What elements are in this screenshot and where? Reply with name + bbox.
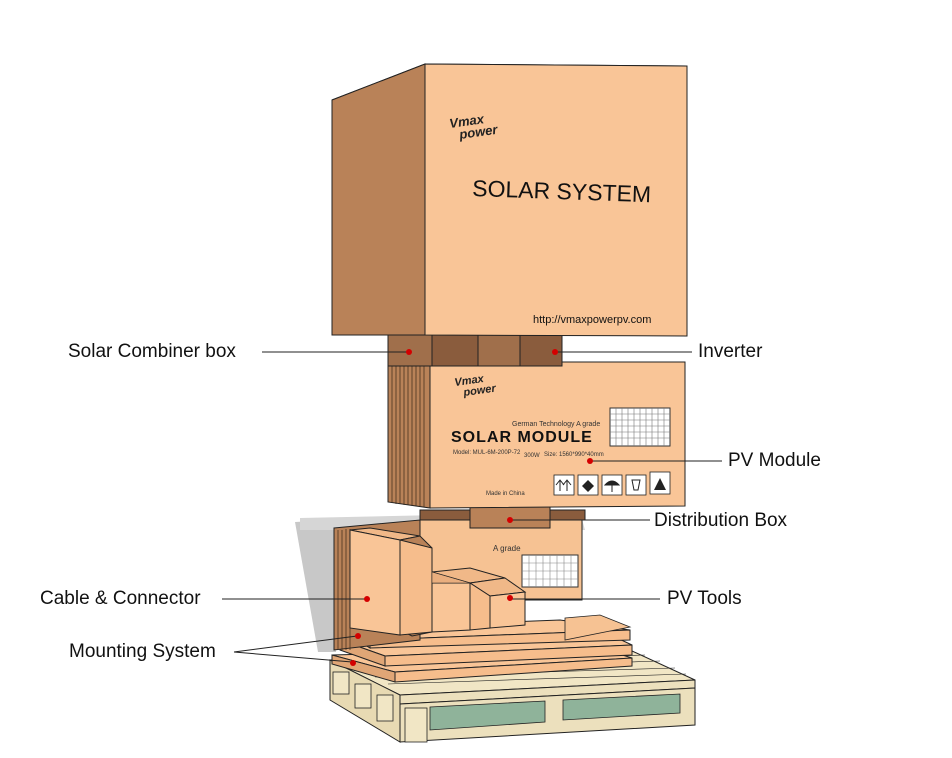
marker-inverter: [552, 349, 558, 355]
marker-mounting-1: [355, 633, 361, 639]
marker-mounting-2: [350, 660, 356, 666]
marker-pv-module: [587, 458, 593, 464]
module-brand-line2: power: [462, 382, 497, 399]
handling-symbols: [553, 471, 671, 496]
top-box-title: SOLAR SYSTEM: [472, 175, 652, 207]
module-made-in: Made in China: [486, 491, 525, 497]
solar-system-box-front: [424, 63, 688, 337]
solar-system-box-side: [331, 63, 426, 336]
marker-cable: [364, 596, 370, 602]
module-size: Size: 1560*990*40mm: [544, 452, 604, 458]
back-box-grade-text: A grade: [493, 544, 521, 553]
top-box-url: http://vmaxpowerpv.com: [533, 314, 651, 326]
marker-distribution: [507, 517, 513, 523]
marker-combiner: [406, 349, 412, 355]
pallet-opening-right: [562, 693, 681, 721]
module-power: 300W: [524, 453, 540, 459]
cable-connector-box: [349, 527, 433, 637]
top-brand-line2: power: [457, 122, 499, 142]
marker-pv-tools: [507, 595, 513, 601]
label-mounting-system: Mounting System: [69, 641, 216, 662]
pv-tools-box: [468, 577, 527, 631]
label-inverter: Inverter: [698, 341, 763, 362]
module-title: SOLAR MODULE: [451, 429, 593, 446]
marker-dots: [350, 349, 593, 666]
solar-system-box: Vmax power SOLAR SYSTEM http://vmaxpower…: [331, 63, 688, 337]
module-tagline: German Technology A grade: [512, 421, 600, 428]
small-accessory-box: [431, 567, 506, 633]
label-cable-connector: Cable & Connector: [40, 588, 201, 609]
pv-module-box: Vmax power German Technology A grade SOL…: [387, 361, 686, 509]
module-model: Model: MUL-6M-200P-72: [453, 450, 521, 456]
leader-mounting-2: [233, 651, 353, 663]
pallet-opening-left: [429, 700, 546, 731]
label-distribution-box: Distribution Box: [654, 510, 788, 531]
top-brand-line1: Vmax: [448, 111, 485, 131]
label-pv-module: PV Module: [728, 450, 821, 471]
leader-lines: [222, 351, 722, 663]
label-pv-tools: PV Tools: [667, 588, 742, 609]
ground-shadow: [295, 520, 336, 652]
module-brand-line1: Vmax: [454, 373, 486, 389]
middle-box-row: [387, 334, 563, 367]
leader-mounting-1: [233, 635, 358, 653]
label-solar-combiner-box: Solar Combiner box: [68, 341, 236, 362]
